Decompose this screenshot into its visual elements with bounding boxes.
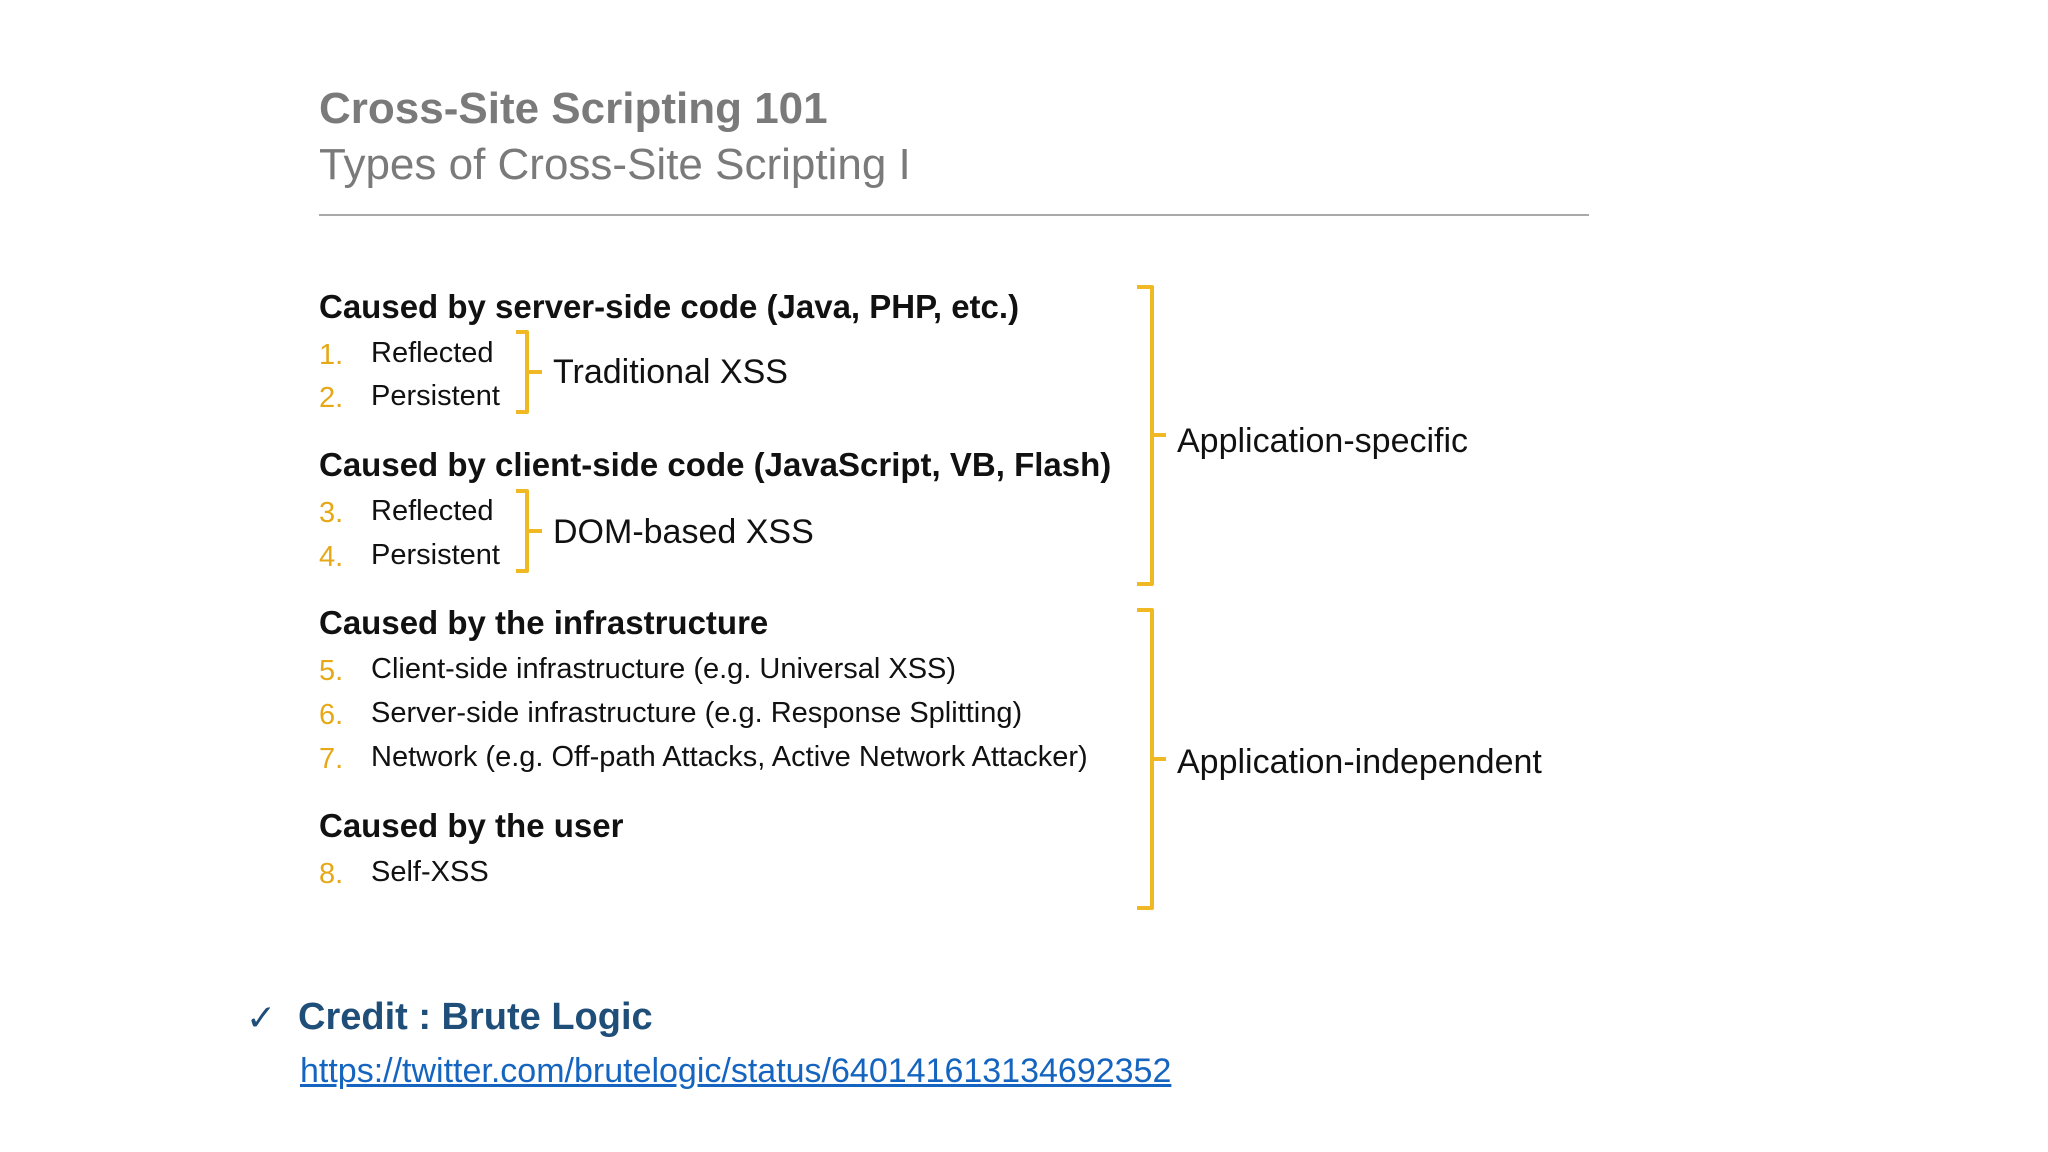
item-number: 8. [319, 858, 344, 890]
item-number: 3. [319, 497, 344, 529]
item-number: 5. [319, 655, 344, 687]
heading-client-side: Caused by client-side code (JavaScript, … [319, 446, 1112, 483]
slide-subtitle: Types of Cross-Site Scripting I [319, 140, 911, 189]
bracket-dom-based-xss [516, 489, 542, 573]
item-persistent: Persistent [371, 539, 500, 571]
item-reflected: Reflected [371, 337, 494, 369]
item-persistent: Persistent [371, 380, 500, 412]
label-application-independent: Application-independent [1177, 743, 1542, 781]
item-number: 1. [319, 339, 344, 371]
label-dom-based-xss: DOM-based XSS [553, 513, 814, 551]
credit-link[interactable]: https://twitter.com/brutelogic/status/64… [300, 1052, 1172, 1090]
item-number: 6. [319, 699, 344, 731]
title-divider [319, 214, 1589, 216]
heading-infrastructure: Caused by the infrastructure [319, 604, 769, 641]
item-self-xss: Self-XSS [371, 856, 489, 888]
label-application-specific: Application-specific [1177, 422, 1469, 460]
item-number: 7. [319, 743, 344, 775]
heading-server-side: Caused by server-side code (Java, PHP, e… [319, 288, 1020, 325]
item-network: Network (e.g. Off-path Attacks, Active N… [371, 741, 1088, 773]
bracket-application-independent [1137, 608, 1166, 910]
label-traditional-xss: Traditional XSS [553, 353, 788, 391]
credit-text: Credit : Brute Logic [298, 996, 653, 1038]
bracket-application-specific [1137, 285, 1166, 586]
item-client-side-infrastructure: Client-side infrastructure (e.g. Univers… [371, 653, 957, 685]
item-number: 2. [319, 382, 344, 414]
slide-title: Cross-Site Scripting 101 [319, 84, 828, 133]
item-reflected: Reflected [371, 495, 494, 527]
item-number: 4. [319, 541, 344, 573]
bracket-traditional-xss [516, 330, 542, 414]
check-icon: ✓ [246, 998, 277, 1039]
item-server-side-infrastructure: Server-side infrastructure (e.g. Respons… [371, 697, 1023, 729]
heading-user: Caused by the user [319, 807, 624, 844]
